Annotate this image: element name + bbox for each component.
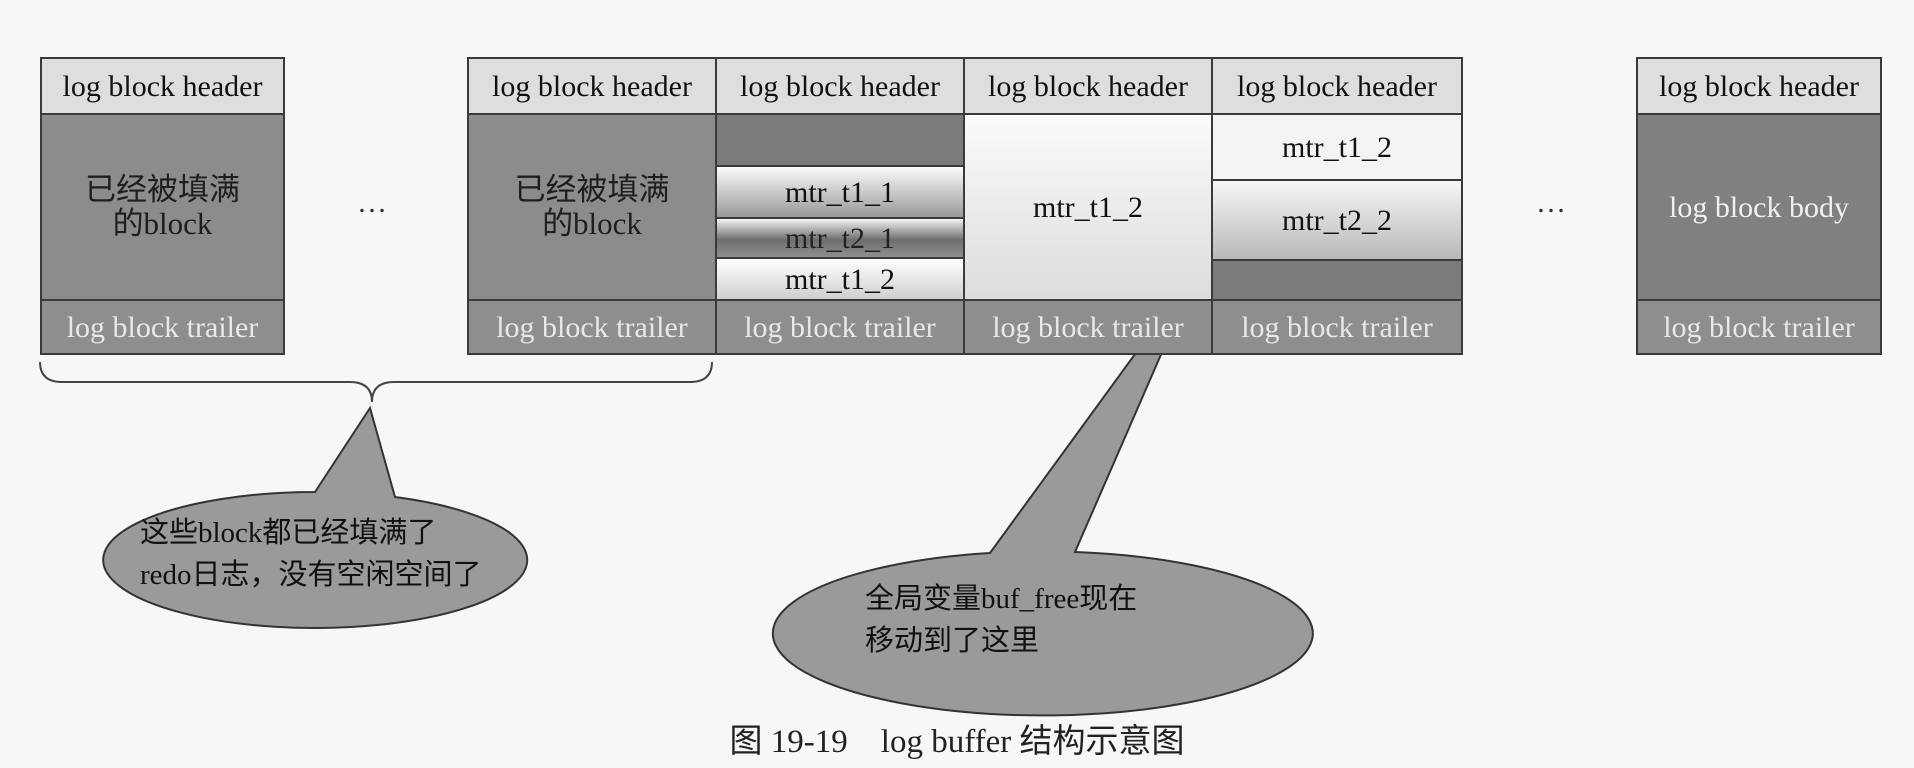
mtr-t2-1-segment: mtr_t2_1 xyxy=(715,217,965,259)
callout-buf-free-line2: 移动到了这里 xyxy=(865,625,1040,658)
mtr-t1-1-segment: mtr_t1_1 xyxy=(715,165,965,219)
group-brace xyxy=(39,361,713,403)
figure-caption: 图 19-19 log buffer 结构示意图 xyxy=(729,724,1185,760)
callout-filled-text: 这些block都已经填满了 redo日志，没有空闲空间了 xyxy=(140,512,482,596)
ellipsis-left: … xyxy=(357,186,387,219)
filled-label-line1: 已经被填满 xyxy=(85,171,240,207)
block-b-body-filled: 已经被填满 的block xyxy=(467,113,717,301)
callout-filled-line2: redo日志，没有空闲空间了 xyxy=(140,559,482,592)
callout-buf-free-line1: 全局变量buf_free现在 xyxy=(865,583,1138,615)
filled-label-line2: 的block xyxy=(542,206,642,241)
mtr-t1-2-segment-end: mtr_t1_2 xyxy=(1211,113,1463,181)
block-d-trailer: log block trailer xyxy=(963,299,1213,355)
block-c-header: log block header xyxy=(715,57,965,115)
filled-label-line1: 已经被填满 xyxy=(514,171,670,207)
callout-bubble-buf-free xyxy=(771,264,1314,717)
callout-filled-line1: 这些block都已经填满了 xyxy=(140,517,437,549)
block-e-free-space xyxy=(1211,259,1463,301)
block-a-body-filled: 已经被填满 的block xyxy=(40,113,285,301)
block-last-header: log block header xyxy=(1636,57,1882,115)
block-c-trailer: log block trailer xyxy=(715,299,965,355)
mtr-t1-2-segment-middle: mtr_t1_2 xyxy=(963,113,1213,301)
block-d-header: log block header xyxy=(963,57,1213,115)
block-c-filled-top xyxy=(715,113,965,167)
block-b-header: log block header xyxy=(467,57,717,115)
ellipsis-right: … xyxy=(1536,186,1566,219)
block-last-body: log block body xyxy=(1636,113,1882,301)
filled-label-line2: 的block xyxy=(112,206,213,241)
block-a-trailer: log block trailer xyxy=(40,299,285,355)
block-a-header: log block header xyxy=(40,57,285,115)
block-e-header: log block header xyxy=(1211,57,1463,115)
mtr-t2-2-segment: mtr_t2_2 xyxy=(1211,179,1463,261)
block-b-trailer: log block trailer xyxy=(467,299,717,355)
mtr-t1-2-segment-start: mtr_t1_2 xyxy=(715,257,965,301)
block-e-trailer: log block trailer xyxy=(1211,299,1463,355)
callout-bubble-filled xyxy=(102,405,529,629)
block-last-trailer: log block trailer xyxy=(1636,299,1882,355)
callout-buf-free-text: 全局变量buf_free现在 移动到了这里 xyxy=(865,578,1137,662)
